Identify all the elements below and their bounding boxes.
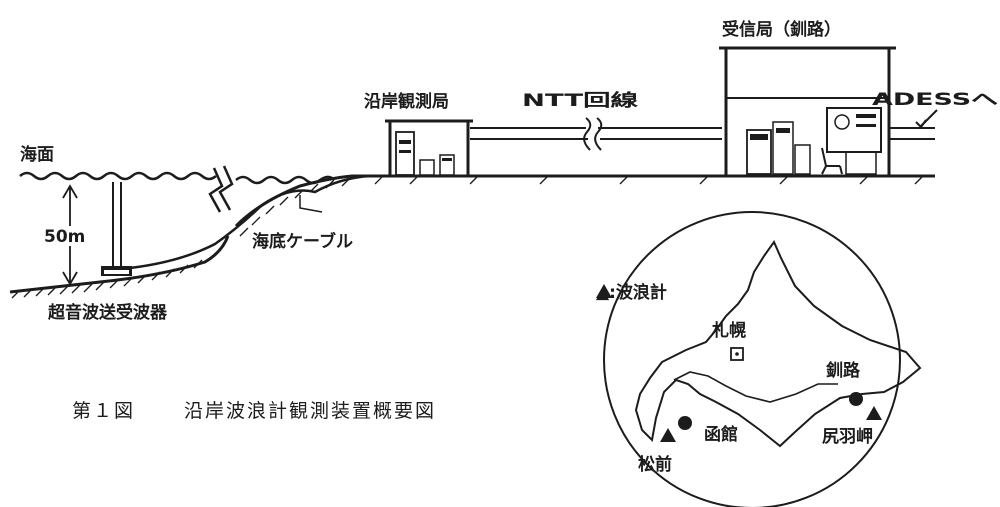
wave-gauge-legend-icon bbox=[596, 284, 612, 298]
sea-surface-waves bbox=[19, 165, 333, 213]
kushiro-label: 釧路 bbox=[826, 360, 861, 381]
hokkaido-outline bbox=[634, 239, 922, 448]
legend-label: ▲:波浪計 bbox=[596, 282, 667, 303]
diagram-labels: 海面 50m 超音波送受波器 海底ケーブル 沿岸観測局 NTT回線 受信局（釧路… bbox=[20, 19, 998, 323]
terrain-profile bbox=[9, 174, 935, 299]
caption-number: 第１図 bbox=[72, 400, 135, 422]
matsumae-label: 松前 bbox=[638, 454, 672, 475]
hakodate-marker bbox=[678, 416, 692, 430]
ntt-line bbox=[470, 117, 722, 151]
kushiro-marker bbox=[849, 392, 863, 406]
sea-surface-label: 海面 bbox=[20, 144, 54, 165]
adess-label: ADESSへ bbox=[872, 90, 998, 110]
shiriha-label: 尻羽岬 bbox=[822, 427, 873, 447]
sensor-label: 超音波送受波器 bbox=[48, 302, 168, 323]
submarine-cable bbox=[129, 174, 371, 270]
sapporo-label: 札幌 bbox=[711, 320, 746, 341]
coastal-station-label: 沿岸観測局 bbox=[364, 91, 449, 112]
caption-title: 沿岸波浪計観測装置概要図 bbox=[184, 400, 436, 422]
ultrasonic-sensor bbox=[101, 182, 132, 276]
cable-label: 海底ケーブル bbox=[252, 231, 353, 252]
shiriha-gauge-icon bbox=[866, 406, 882, 420]
coastal-station bbox=[385, 119, 473, 178]
receiving-station bbox=[719, 46, 896, 178]
matsumae-gauge-icon bbox=[660, 428, 676, 442]
hokkaido-map: ▲:波浪計 札幌 釧路 尻羽岬 函館 松前 bbox=[596, 211, 922, 507]
hakodate-label: 函館 bbox=[704, 424, 738, 445]
depth-indicator bbox=[62, 184, 78, 286]
sapporo-marker bbox=[730, 347, 744, 361]
depth-label: 50m bbox=[44, 227, 85, 247]
figure-caption: 第１図 沿岸波浪計観測装置概要図 bbox=[72, 400, 436, 422]
ntt-line-label: NTT回線 bbox=[522, 90, 638, 111]
receiving-station-label: 受信局（釧路） bbox=[722, 19, 841, 40]
adess-link bbox=[889, 109, 938, 140]
